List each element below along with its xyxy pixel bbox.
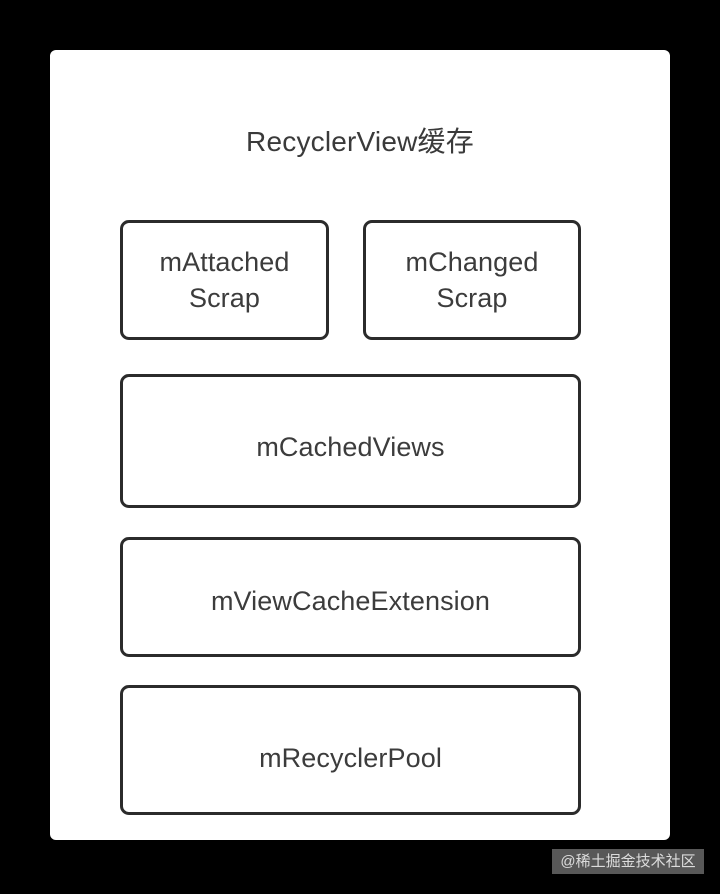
node-attached-scrap[interactable]: mAttached Scrap xyxy=(120,220,329,340)
node-label: mChanged Scrap xyxy=(405,247,539,313)
node-recycler-pool[interactable]: mRecyclerPool xyxy=(120,685,581,815)
node-view-cache-extension[interactable]: mViewCacheExtension xyxy=(120,537,581,657)
watermark: @稀土掘金技术社区 xyxy=(552,849,704,874)
node-changed-scrap[interactable]: mChanged Scrap xyxy=(363,220,581,340)
watermark-text: @稀土掘金技术社区 xyxy=(560,853,696,870)
node-label: mCachedViews xyxy=(256,432,445,462)
page-title: RecyclerView缓存 xyxy=(246,126,474,157)
node-label: mViewCacheExtension xyxy=(210,586,491,616)
diagram-card: RecyclerView缓存 mAttached Scrap mChanged … xyxy=(50,50,670,840)
node-label: mAttached Scrap xyxy=(159,247,290,313)
node-cached-views[interactable]: mCachedViews xyxy=(120,374,581,508)
node-label: mRecyclerPool xyxy=(259,743,442,773)
